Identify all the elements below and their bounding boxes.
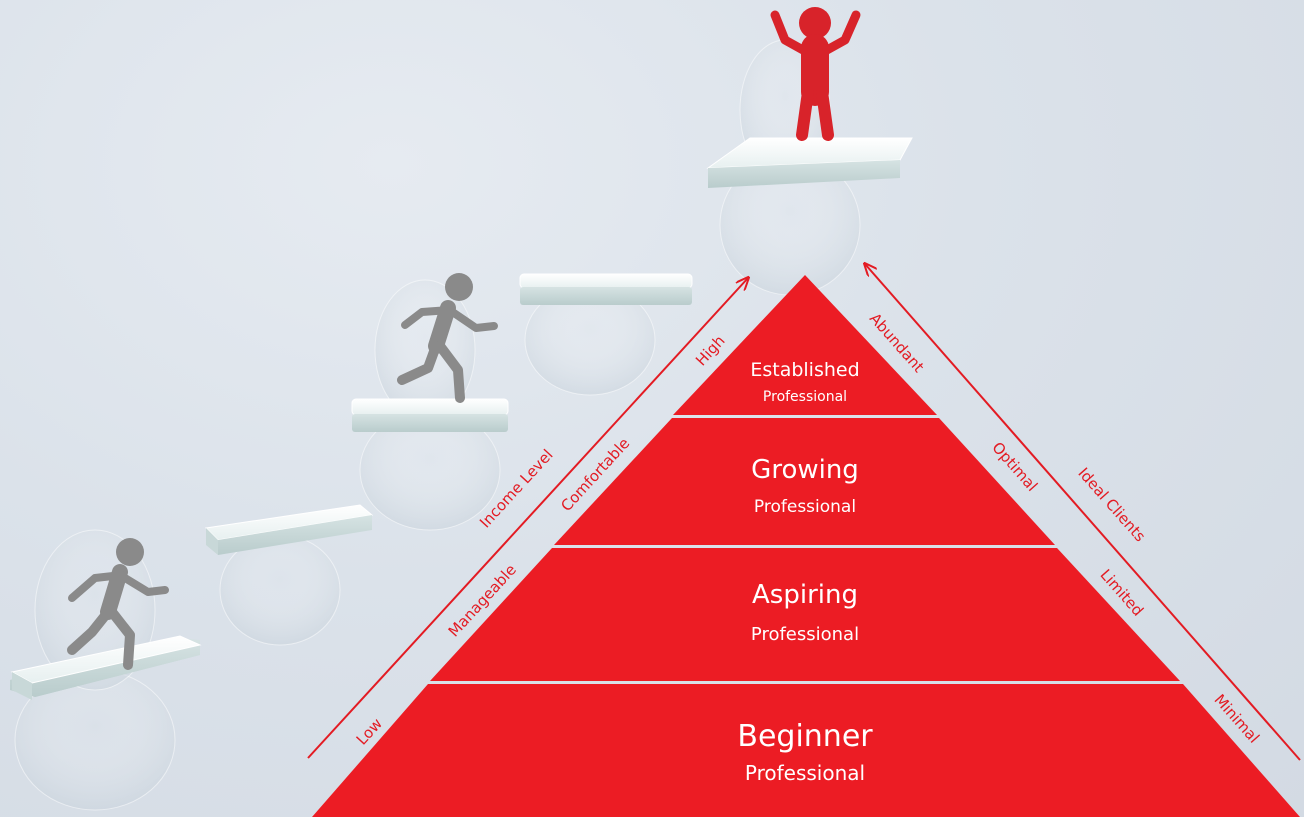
step-top bbox=[706, 39, 913, 296]
step-1 bbox=[10, 529, 202, 811]
tier-growing-title: Growing bbox=[751, 455, 859, 485]
income-arrow bbox=[307, 278, 748, 759]
step-3 bbox=[351, 279, 509, 531]
pyramid-tier-beginner bbox=[312, 684, 1300, 817]
tier-aspiring-subtitle: Professional bbox=[751, 624, 859, 645]
clients-arrow bbox=[865, 264, 1301, 761]
tier-growing-subtitle: Professional bbox=[754, 497, 856, 517]
tier-established-title: Established bbox=[750, 359, 859, 381]
tier-beginner-title: Beginner bbox=[737, 719, 873, 754]
step-4 bbox=[519, 273, 693, 396]
winner-figure bbox=[770, 7, 861, 141]
pyramid-tier-aspiring bbox=[430, 548, 1180, 681]
pyramid-tier-established bbox=[673, 275, 937, 415]
step-2 bbox=[204, 504, 374, 646]
tier-aspiring-title: Aspiring bbox=[752, 580, 858, 610]
tier-beginner-subtitle: Professional bbox=[745, 761, 865, 785]
walker-figure-1 bbox=[67, 538, 169, 670]
clients-axis-label: Ideal Clients bbox=[1074, 464, 1149, 545]
pyramid: Established Professional Growing Profess… bbox=[312, 275, 1300, 817]
walker-figure-2 bbox=[397, 273, 498, 403]
pyramid-tier-growing bbox=[554, 418, 1055, 545]
tier-established-subtitle: Professional bbox=[763, 389, 847, 405]
